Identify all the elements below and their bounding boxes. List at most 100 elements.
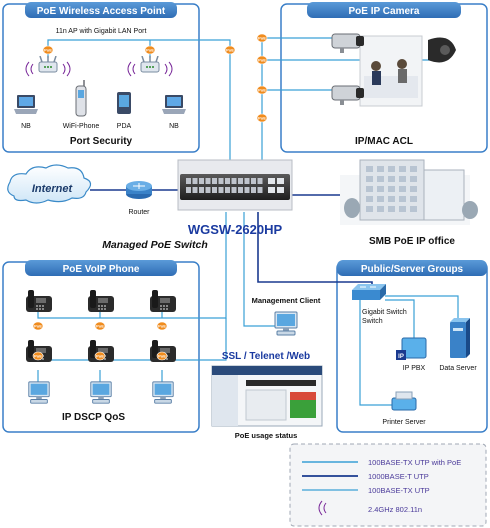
line-mgmt (243, 212, 276, 327)
line-cam1 (261, 37, 338, 170)
laptop-icon (162, 95, 186, 114)
gigabit-switch-icon (352, 284, 386, 300)
switch-uplink-port (268, 178, 275, 184)
line-ap1 (47, 39, 231, 170)
cam-caption: IP/MAC ACL (355, 136, 413, 147)
switch-port (238, 178, 243, 184)
switch-port (218, 187, 224, 193)
building-window (399, 206, 406, 212)
voip-caption: IP DSCP QoS (62, 412, 125, 423)
poe-badge-text: PoE (146, 48, 154, 53)
legend-label-gig: 1000BASE-T UTP (368, 472, 429, 481)
access-point-icon (140, 56, 160, 73)
panel-voip-title-bg (25, 260, 177, 276)
poe-badge-icon: PoE (42, 45, 54, 55)
panel-poe-cam-title-bg (307, 2, 461, 18)
building-window (410, 176, 417, 182)
router-icon (126, 181, 152, 199)
building-window (366, 196, 373, 202)
building-window (388, 196, 395, 202)
line-printer (359, 300, 395, 406)
switch-port (205, 187, 211, 193)
legend-wifi-icon (318, 500, 327, 516)
ap-subtitle: 11n AP with Gigabit LAN Port (56, 28, 147, 35)
poe-badge-icon: PoE (94, 351, 106, 361)
wifi-phone-icon (75, 80, 87, 117)
building-window (377, 186, 384, 192)
ip-phone-icon (88, 290, 114, 312)
switch-port (212, 178, 217, 184)
poe-badge-icon: PoE (144, 45, 156, 55)
switch-port (251, 187, 256, 193)
mgmt-label: Management Client (252, 296, 321, 305)
camera-icon (331, 85, 365, 106)
switch-port (225, 178, 230, 184)
poe-badge-text: PoE (226, 48, 234, 53)
building-window (366, 176, 373, 182)
ap-caption: Port Security (70, 136, 133, 147)
pc-icon (90, 381, 112, 404)
line-dataserver (385, 295, 459, 322)
pc-icon (28, 381, 50, 404)
building-window (388, 166, 395, 172)
management-client-icon (274, 311, 298, 336)
panel-server: Public/Server Groups (336, 260, 488, 433)
poe-badge-text: PoE (44, 48, 52, 53)
switch-port (225, 187, 230, 193)
camera-icon (331, 33, 365, 54)
poe-badge-icon: PoE (256, 113, 268, 123)
legend: 100BASE-TX UTP with PoE 1000BASE-T UTP 1… (289, 443, 487, 527)
switch-uplink-port (277, 187, 284, 193)
panel-server-title-bg (337, 260, 487, 276)
poe-badge-text: PoE (258, 116, 266, 121)
status-label: PoE usage status (235, 431, 298, 440)
poe-badge-text: PoE (96, 354, 104, 359)
ip-badge: IP (398, 354, 404, 360)
poe-badge-icon: PoE (256, 55, 268, 65)
office-building-icon (340, 159, 478, 225)
poe-badge-icon: PoE (156, 321, 168, 331)
switch-port (231, 178, 237, 184)
printer-label: Printer Server (382, 419, 426, 426)
switch-port (199, 187, 204, 193)
switch-port (257, 178, 263, 184)
laptop-icon (14, 95, 38, 114)
panel-poe-cam-title: PoE IP Camera (349, 6, 420, 17)
printer-icon (391, 391, 417, 411)
poe-badge-icon: PoE (256, 85, 268, 95)
panel-poe-cam: PoE IP Camera (280, 2, 488, 153)
pda-icon (117, 92, 131, 114)
device-label-wifi-phone: WiFi-Phone (63, 123, 100, 130)
switch-port (192, 187, 198, 193)
switch-port (257, 187, 263, 193)
building-window (377, 176, 384, 182)
poe-badge-text: PoE (34, 324, 42, 329)
panel-voip: PoE VoIP Phone (2, 260, 200, 433)
poe-badge-icon: PoE (224, 45, 236, 55)
building-window (377, 166, 384, 172)
panel-poe-ap-title-bg (25, 2, 177, 18)
switch-model: WGSW-2620HP (188, 222, 283, 237)
switch-port (244, 178, 250, 184)
switch-icon (177, 159, 293, 211)
poe-badge-text: PoE (258, 88, 266, 93)
ip-phone-icon (26, 290, 52, 312)
router-label: Router (128, 209, 150, 216)
data-server-label: Data Server (439, 365, 477, 372)
switch-uplink-port (277, 178, 284, 184)
poe-badge-icon: PoE (156, 351, 168, 361)
panel-poe-ap: PoE Wireless Access Point (2, 2, 200, 153)
web-ui-screenshot (211, 365, 323, 427)
device-label-pda: PDA (117, 123, 132, 130)
poe-badge-icon: PoE (32, 321, 44, 331)
device-label-nb: NB (21, 123, 31, 130)
poe-badge-icon: PoE (94, 321, 106, 331)
office-photo (359, 35, 423, 107)
building-window (366, 206, 373, 212)
switch-port (192, 178, 198, 184)
poe-badge-text: PoE (258, 58, 266, 63)
ip-pbx-icon: IP (396, 337, 427, 360)
switch-uplink-port (268, 187, 275, 193)
protocols-label: SSL / Telenet /Web (222, 351, 310, 362)
